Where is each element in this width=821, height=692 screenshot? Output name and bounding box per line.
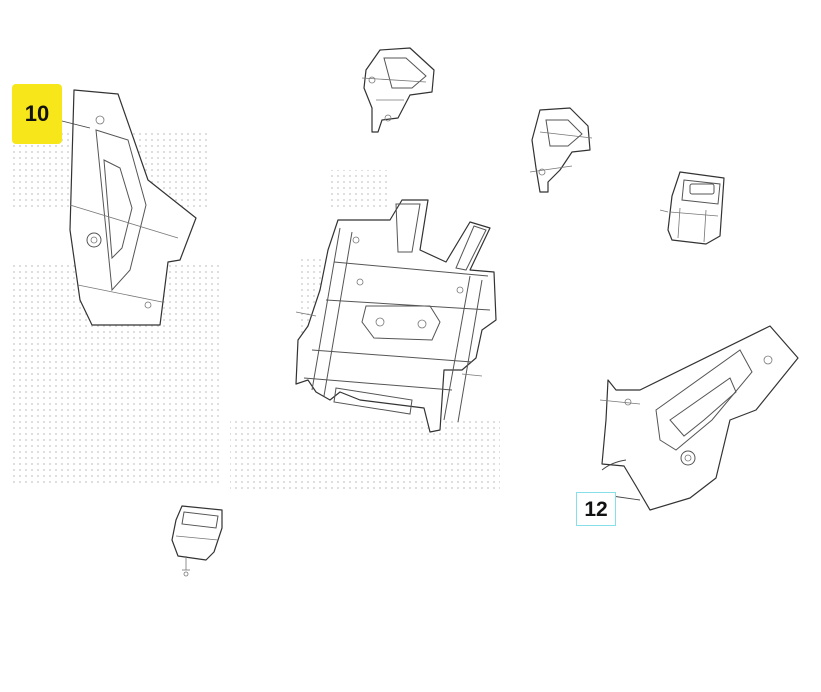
callout-label-10: 10: [12, 84, 62, 144]
callout-label-12: 12: [576, 492, 616, 526]
callout-12-leader: [611, 495, 641, 501]
relay-box: [659, 171, 725, 245]
side-bracket-left: [69, 89, 197, 326]
side-bracket-right: [599, 325, 799, 511]
connector-module: [171, 505, 223, 577]
callout-10-leader: [57, 119, 91, 129]
mount-bracket-right: [529, 107, 593, 193]
mount-bracket-top: [361, 47, 435, 133]
main-frame-assembly: [295, 199, 497, 433]
